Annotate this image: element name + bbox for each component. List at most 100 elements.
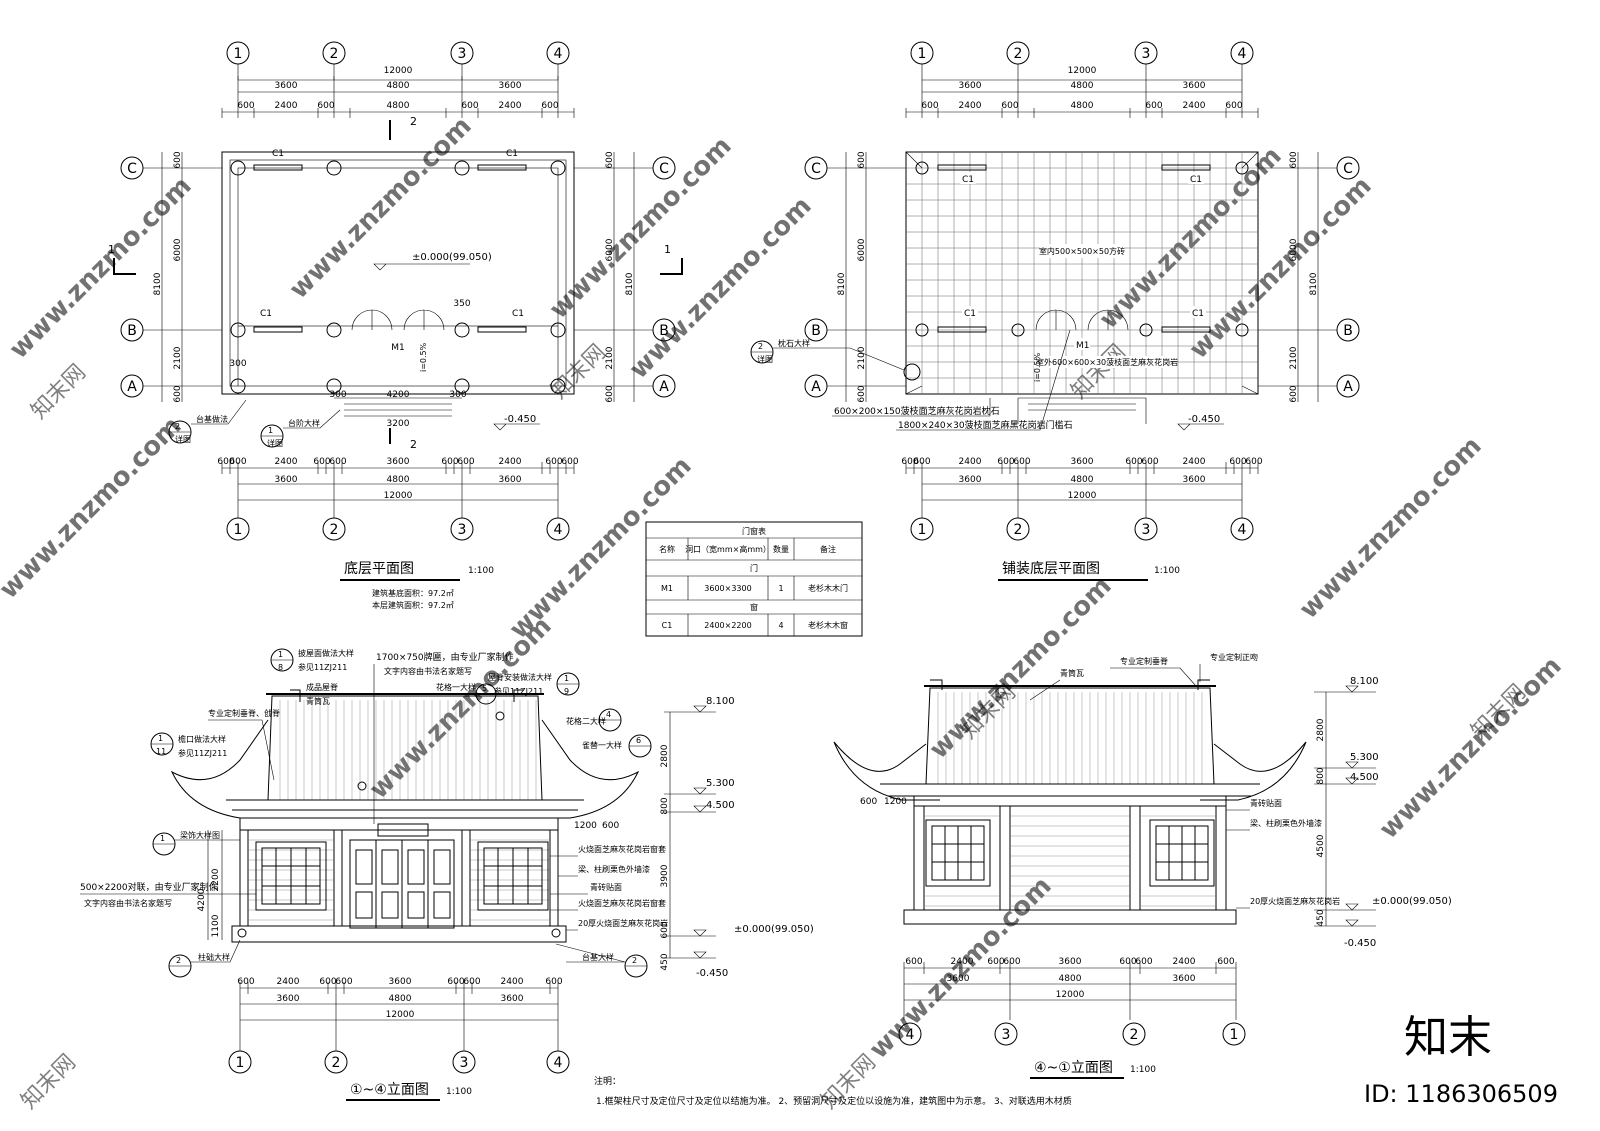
axis-label: 2 bbox=[1130, 1027, 1139, 1043]
callout-num: 2 bbox=[758, 342, 763, 351]
callout-num: 1 bbox=[268, 426, 273, 435]
axis-label: A bbox=[1343, 379, 1353, 395]
front-elevation: 8.100 5.300 4.500 ±0.000(99.050) -0.450 … bbox=[80, 648, 814, 1101]
axis-label: 3 bbox=[1002, 1027, 1011, 1043]
dimension: 600 bbox=[1119, 957, 1136, 967]
level-mark: -0.450 bbox=[504, 414, 536, 425]
callout-num: 11 bbox=[156, 747, 166, 756]
dimension: 2400 bbox=[1173, 957, 1196, 967]
dimension: 350 bbox=[453, 299, 470, 309]
table-cell: 老杉木木窗 bbox=[808, 620, 848, 630]
dimension: 600 bbox=[921, 101, 938, 111]
dimension: 600 bbox=[561, 457, 578, 467]
annotation: 青筒瓦 bbox=[1060, 668, 1084, 678]
callout-num: 1 bbox=[278, 650, 283, 659]
axis-label: C bbox=[1343, 161, 1353, 177]
dimension: 2400 bbox=[499, 101, 522, 111]
axis-label: 4 bbox=[554, 522, 563, 538]
plaque bbox=[377, 823, 429, 837]
paving-note: 室外600×600×30菠枝面芝麻灰花岗岩 bbox=[1036, 357, 1178, 367]
annotation: 檐口做法大样 bbox=[178, 734, 226, 744]
slope-mark: i=0.5% bbox=[419, 342, 428, 372]
level-mark: 5.300 bbox=[1350, 752, 1379, 763]
dimension: 3600 bbox=[1173, 974, 1196, 984]
dimension: 12000 bbox=[386, 1010, 415, 1020]
level-mark: -0.450 bbox=[1344, 938, 1376, 949]
dimension: 2400 bbox=[275, 101, 298, 111]
callout-sheet: 详图 bbox=[175, 434, 191, 444]
level-mark: -0.450 bbox=[1188, 414, 1220, 425]
table-cell: 1 bbox=[778, 584, 783, 593]
dimension: 3600 bbox=[389, 977, 412, 987]
dimension: 3600 bbox=[1059, 957, 1082, 967]
callout-num: 8 bbox=[278, 663, 283, 672]
dimension: 600 bbox=[457, 457, 474, 467]
window-tag: C1 bbox=[260, 309, 272, 319]
dimension: 600 bbox=[229, 457, 246, 467]
dimension: 600 bbox=[1125, 457, 1142, 467]
axis-label: B bbox=[127, 323, 137, 339]
axis-label: 2 bbox=[332, 1055, 341, 1071]
callout-sheet: 详图 bbox=[267, 438, 283, 448]
axis-label: B bbox=[1343, 323, 1353, 339]
dimension: 600 bbox=[1289, 151, 1299, 168]
dimension: 2100 bbox=[173, 346, 183, 369]
dimension: 600 bbox=[605, 151, 615, 168]
annotation: 火烧面芝麻灰花岗岩窗套 bbox=[578, 844, 666, 854]
annotation: 专业定制垂脊 bbox=[1120, 656, 1168, 666]
callout-num: 5 bbox=[482, 684, 487, 693]
axis-label: 3 bbox=[1142, 522, 1151, 538]
dimension: 600 bbox=[1013, 457, 1030, 467]
watermark-text: www.znzmo.com bbox=[924, 571, 1118, 765]
axis-label: 1 bbox=[918, 46, 927, 62]
annotation: 参见11ZJ211 bbox=[298, 662, 347, 672]
dimension: 3600 bbox=[275, 475, 298, 485]
dimension: 600 bbox=[545, 457, 562, 467]
dimension: 6000 bbox=[1289, 238, 1299, 261]
dimension: 4800 bbox=[1071, 101, 1094, 111]
axis-label: 2 bbox=[1014, 522, 1023, 538]
dimension: 2400 bbox=[277, 977, 300, 987]
brick-wall bbox=[248, 839, 550, 921]
callout-num: 1 bbox=[564, 674, 569, 683]
window-tag: C1 bbox=[506, 149, 518, 159]
table-cell: 3600×3300 bbox=[704, 584, 751, 593]
level-mark: 8.100 bbox=[1350, 676, 1379, 687]
dimension: 12000 bbox=[1068, 66, 1097, 76]
dimension: 600 bbox=[317, 101, 334, 111]
dimension: 600 bbox=[1229, 457, 1246, 467]
dimension: 600 bbox=[1225, 101, 1242, 111]
dimension: 1100 bbox=[211, 914, 221, 937]
dimension: 300 bbox=[449, 390, 466, 400]
watermark-brand: 知末网 bbox=[547, 340, 611, 404]
callout-num: 9 bbox=[564, 687, 569, 696]
annotation: 柱础大样 bbox=[198, 952, 230, 962]
dimension: 300 bbox=[329, 390, 346, 400]
dimension: 600 bbox=[313, 457, 330, 467]
watermark-text: www.znzmo.com bbox=[364, 611, 558, 805]
dimension: 600 bbox=[602, 821, 619, 831]
dimension: 3600 bbox=[501, 994, 524, 1004]
dimension: 3600 bbox=[959, 81, 982, 91]
brand-logo: 知末 bbox=[1404, 1012, 1492, 1063]
dimension: 300 bbox=[229, 359, 246, 369]
annotation: 1700×750牌匾，由专业厂家制作 bbox=[376, 651, 514, 663]
dimension: 4800 bbox=[387, 101, 410, 111]
platform-outline bbox=[221, 151, 575, 395]
annotation: 文字内容由书法名家题写 bbox=[84, 898, 172, 908]
dimension: 600 bbox=[905, 957, 922, 967]
dimension: 12000 bbox=[384, 491, 413, 501]
dimension: 800 bbox=[1316, 767, 1326, 784]
annotation: 披屋面做法大样 bbox=[298, 648, 354, 658]
dimension: 600 bbox=[913, 457, 930, 467]
dimension: 3600 bbox=[1071, 457, 1094, 467]
detail-callout bbox=[475, 683, 497, 705]
dimension: 600 bbox=[1217, 957, 1234, 967]
callout-num: 1 bbox=[160, 834, 165, 843]
dimension: 600 bbox=[545, 977, 562, 987]
elevation-scale: 1:100 bbox=[446, 1087, 472, 1097]
dimension: 3600 bbox=[1183, 475, 1206, 485]
dimension: 6000 bbox=[605, 238, 615, 261]
dimension: 8100 bbox=[153, 272, 163, 295]
annotation: 花格二大样 bbox=[566, 716, 606, 726]
